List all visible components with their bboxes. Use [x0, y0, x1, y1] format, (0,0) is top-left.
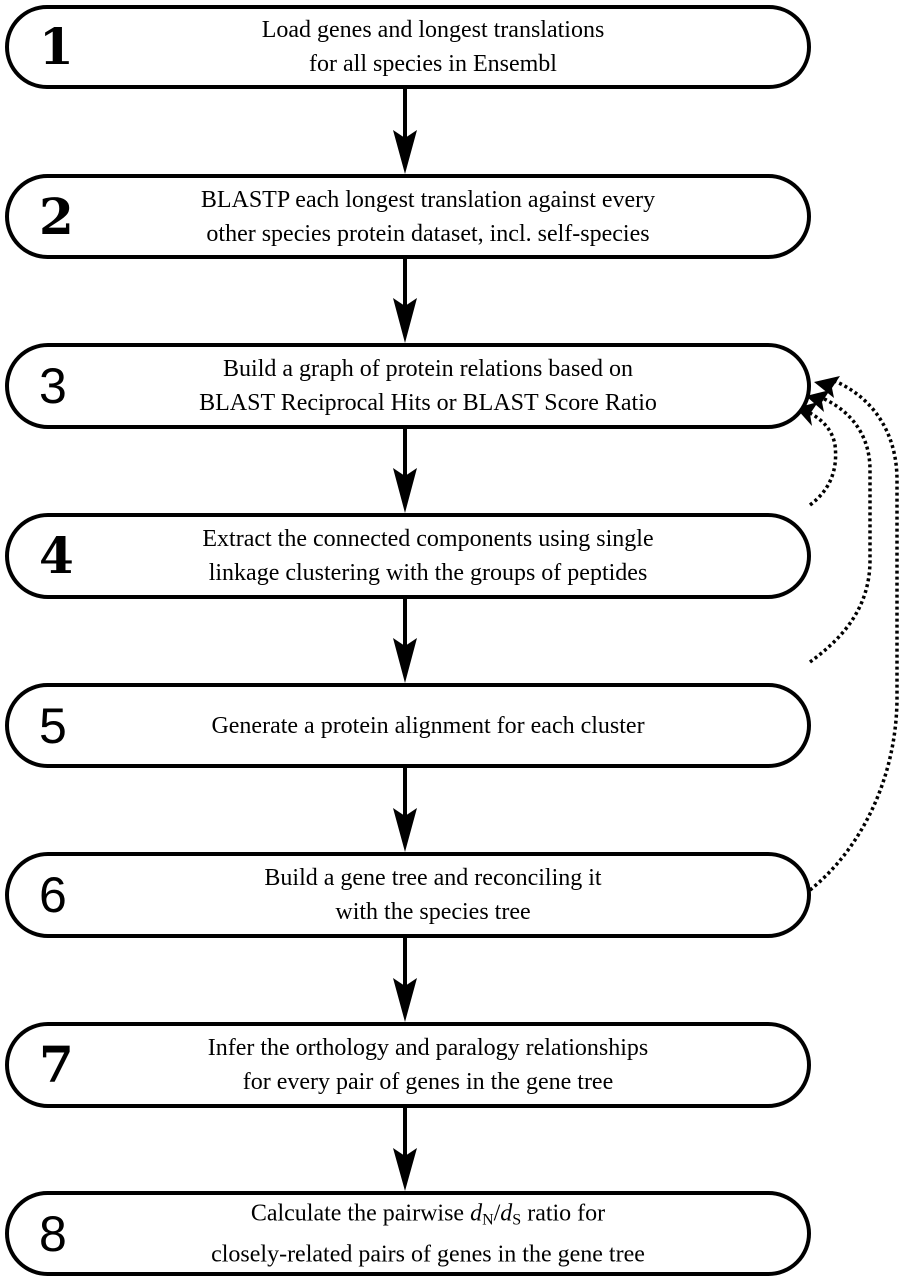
subscript-s: S [512, 1211, 522, 1228]
step-text: Infer the orthology and paralogy relatio… [69, 1031, 787, 1099]
step-7: 7 Infer the orthology and paralogy relat… [5, 1022, 811, 1108]
arrow-7-to-8 [393, 1107, 417, 1191]
step-3: 3 Build a graph of protein relations bas… [5, 343, 811, 429]
step-line: other species protein dataset, incl. sel… [206, 220, 650, 247]
slash: / [493, 1200, 501, 1226]
subscript-n: N [482, 1211, 494, 1228]
step-line: linkage clustering with the groups of pe… [208, 560, 648, 586]
step-line: Calculate the pairwise dN/dS ratio for [69, 1196, 787, 1237]
step-text: BLASTP each longest translation against … [69, 183, 787, 251]
step-text: Calculate the pairwise dN/dS ratio for c… [69, 1196, 787, 1271]
step-line: for all species in Ensembl [309, 51, 557, 77]
step-line: Load genes and longest translations [261, 17, 605, 43]
arrow-1-to-2 [393, 88, 417, 174]
step-4: 4 Extract the connected components using… [5, 513, 811, 599]
solid-arrows [393, 88, 417, 1191]
step-line: Generate a protein alignment for each cl… [211, 712, 645, 739]
dotted-arrows [807, 378, 899, 892]
step-text: Extract the connected components using s… [69, 522, 787, 590]
step-line: BLASTP each longest translation against … [200, 186, 656, 213]
arrow-5-to-6 [393, 767, 417, 852]
step-number: 3 [39, 358, 67, 414]
step-text: Generate a protein alignment for each cl… [69, 709, 787, 743]
step-6: 6 Build a gene tree and reconciling it w… [5, 852, 811, 938]
step-1: 1 Load genes and longest translations fo… [5, 5, 811, 89]
dotted-arrow-4-to-3 [807, 410, 838, 507]
step-5: 5 Generate a protein alignment for each … [5, 683, 811, 768]
step-line: closely-related pairs of genes in the ge… [211, 1241, 645, 1267]
step-text: Build a graph of protein relations based… [69, 352, 787, 420]
step-8: 8 Calculate the pairwise dN/dS ratio for… [5, 1191, 811, 1276]
step-line-text: Calculate the pairwise [250, 1200, 471, 1226]
arrow-6-to-7 [393, 937, 417, 1022]
step-number: 8 [39, 1205, 67, 1262]
step-line: BLAST Reciprocal Hits or BLAST Score Rat… [199, 390, 657, 416]
arrow-4-to-5 [393, 598, 417, 683]
step-line-text: ratio for [521, 1200, 606, 1226]
step-line: for every pair of genes in the gene tree [242, 1069, 614, 1095]
dn-symbol: dN [470, 1200, 494, 1228]
step-line: Extract the connected components using s… [202, 526, 654, 552]
arrow-3-to-4 [393, 428, 417, 513]
dotted-arrow-6-to-3 [808, 378, 899, 892]
d-symbol: d [500, 1200, 513, 1226]
step-number: 5 [39, 697, 67, 754]
step-line: Build a graph of protein relations based… [223, 356, 633, 382]
step-line: Infer the orthology and paralogy relatio… [207, 1035, 649, 1061]
step-text: Build a gene tree and reconciling it wit… [89, 861, 777, 929]
step-2: 2 BLASTP each longest translation agains… [5, 174, 811, 259]
step-number: 4 [39, 526, 74, 585]
step-text: Load genes and longest translations for … [89, 13, 777, 81]
step-number: 6 [39, 867, 67, 923]
dotted-arrow-5-to-3 [808, 396, 872, 664]
step-number: 7 [39, 1035, 74, 1094]
d-symbol: d [470, 1200, 483, 1226]
step-number: 1 [39, 17, 74, 76]
step-number: 2 [39, 186, 74, 246]
arrow-2-to-3 [393, 258, 417, 343]
step-line: with the species tree [335, 899, 531, 925]
ds-symbol: dS [500, 1200, 522, 1228]
step-line: Build a gene tree and reconciling it [264, 865, 602, 891]
